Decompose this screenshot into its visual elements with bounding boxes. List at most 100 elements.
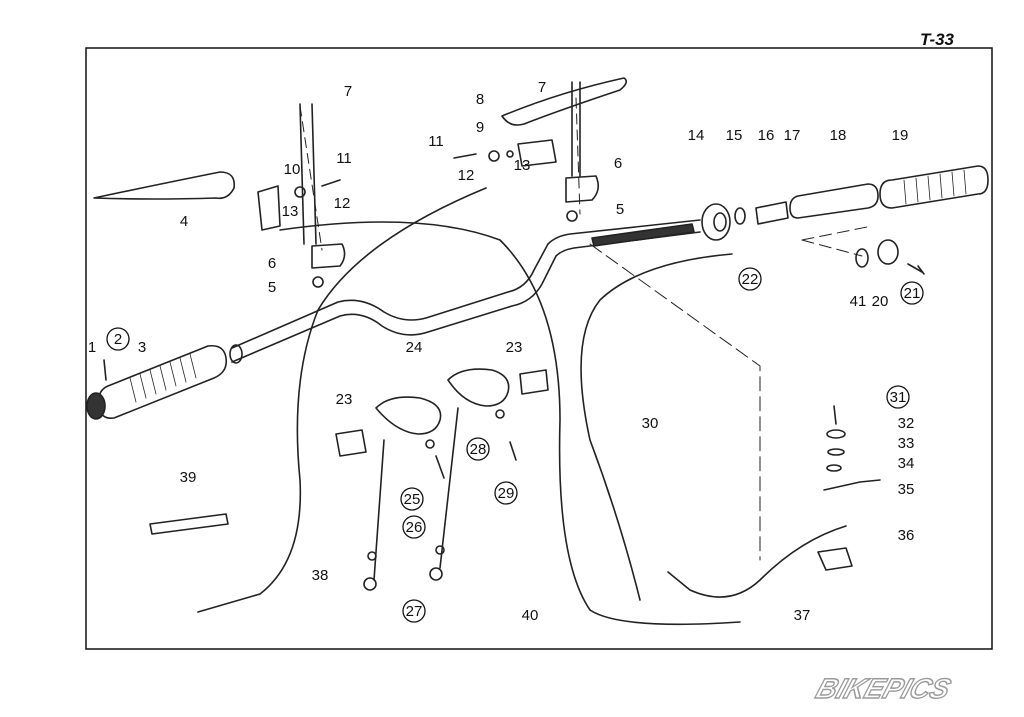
part-26-washer-right: [435, 545, 445, 555]
part-label-16: 16: [758, 127, 775, 144]
part-11-screw-left: [321, 179, 341, 187]
part-17-sleeve: [755, 201, 789, 225]
part-29-screw-right: [509, 441, 517, 461]
part-label-ring-27: [402, 599, 426, 623]
part-label-7: 7: [344, 83, 352, 100]
part-27-nut-left: [363, 577, 377, 591]
part-label-36: 36: [898, 527, 915, 544]
part-label-25: 25: [404, 491, 421, 508]
bikepics-watermark: BIKEPICS: [811, 673, 955, 706]
part-label-21: 21: [904, 285, 921, 302]
assembly-line-left: [299, 97, 581, 251]
cable-30: [580, 253, 733, 601]
part-label-19: 19: [892, 127, 909, 144]
part-36-bracket: [817, 547, 853, 571]
right-switch-housing: [447, 368, 510, 407]
part-label-37: 37: [794, 607, 811, 624]
part-label-11: 11: [428, 133, 444, 150]
part-15-ring: [701, 203, 731, 241]
part-33-washer: [827, 448, 845, 456]
part-label-5: 5: [616, 201, 624, 218]
part-11-screw-right: [453, 153, 477, 159]
left-nut: [312, 276, 324, 288]
part-label-23: 23: [336, 391, 353, 408]
left-grip: [97, 344, 228, 420]
part-label-4: 4: [180, 213, 188, 230]
part-label-31: 31: [890, 389, 907, 406]
left-tube-end: [229, 344, 243, 364]
left-bar-end: [86, 392, 106, 420]
part-label-27: 27: [406, 603, 423, 620]
part-label-ring-22: [738, 267, 762, 291]
part-28-washer-right: [495, 409, 505, 419]
part-label-34: 34: [898, 455, 915, 472]
part-label-41: 41: [850, 293, 867, 310]
right-clamp: [565, 175, 600, 203]
part-label-28: 28: [470, 441, 487, 458]
part-label-30: 30: [642, 415, 659, 432]
part-13-nut-right: [506, 150, 514, 158]
right-grip: [879, 165, 989, 209]
part-34-washer: [826, 464, 842, 472]
part-label-9: 9: [476, 119, 484, 136]
part-label-39: 39: [180, 469, 197, 486]
left-grip-knurling: [129, 353, 197, 403]
part-label-ring-28: [466, 437, 490, 461]
assembly-line-right: [801, 225, 873, 257]
part-12-washer-left: [294, 186, 306, 198]
part-label-5: 5: [268, 279, 276, 296]
part-label-6: 6: [268, 255, 276, 272]
cable-40: [279, 221, 741, 626]
handlebar-tube: [231, 219, 701, 349]
part-label-38: 38: [312, 567, 329, 584]
watermark-text: BIKEPICS: [812, 674, 954, 705]
part-28-washer-left: [425, 439, 435, 449]
part-label-ring-29: [494, 481, 518, 505]
part-label-14: 14: [688, 127, 705, 144]
right-nut: [566, 210, 578, 222]
left-sleeve-23: [335, 429, 367, 457]
part-label-22: 22: [742, 271, 759, 288]
part-32-washer: [826, 429, 846, 439]
part-9-clamp: [517, 139, 557, 167]
part-label-24: 24: [406, 339, 423, 356]
part-27-nut-right: [429, 567, 443, 581]
right-lever: [501, 77, 628, 126]
part-label-15: 15: [726, 127, 743, 144]
grip-pin: [103, 359, 107, 381]
left-lever: [93, 171, 236, 200]
page-reference: T-33: [920, 30, 955, 49]
left-switch-housing: [375, 396, 442, 435]
part-label-12: 12: [458, 167, 475, 184]
right-bolt-25: [439, 407, 459, 569]
part-label-13: 13: [514, 157, 531, 174]
part-label-3: 3: [138, 339, 146, 356]
part-15-ring-bore: [713, 212, 727, 232]
part-label-23: 23: [506, 339, 523, 356]
diagram-frame: [85, 47, 993, 650]
part-31-screw: [833, 405, 837, 425]
part-26-washer-left: [367, 551, 377, 561]
part-35-lever: [823, 479, 881, 491]
right-grip-knurling: [903, 169, 967, 205]
part-label-26: 26: [406, 519, 423, 536]
part-label-35: 35: [898, 481, 915, 498]
part-20-cap: [877, 239, 899, 265]
part-label-ring-26: [402, 515, 426, 539]
left-screws: [299, 103, 317, 245]
part-label-ring-31: [886, 385, 910, 409]
part-label-ring-25: [400, 487, 424, 511]
part-12-washer-right: [488, 150, 500, 162]
part-label-33: 33: [898, 435, 915, 452]
cable-37: [667, 525, 847, 598]
part-18-tube: [789, 183, 879, 219]
left-clamp: [311, 243, 346, 269]
right-sleeve-23: [519, 369, 549, 395]
part-label-7: 7: [538, 79, 546, 96]
part-label-40: 40: [522, 607, 539, 624]
part-29-screw-left: [435, 455, 445, 479]
assembly-line-throttle: [589, 243, 761, 561]
throttle-sleeve: [591, 223, 695, 247]
